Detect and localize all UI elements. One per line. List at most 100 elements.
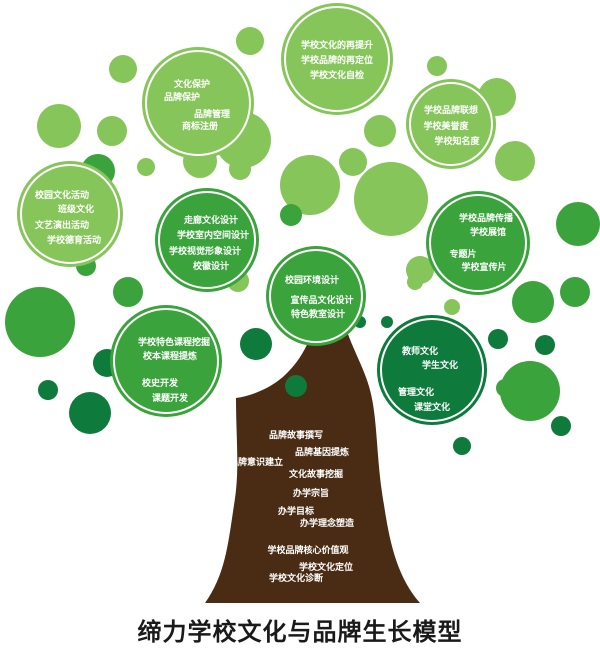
circle-label: 课题开发: [152, 392, 189, 404]
circle-label: 学校视觉形象设计: [169, 245, 241, 257]
trunk-label: 学校文化诊断: [269, 572, 323, 584]
circle-fill: [266, 246, 366, 346]
decorative-circle: [488, 329, 508, 349]
decorative-circle: [495, 141, 535, 181]
decorative-circle: [560, 277, 590, 307]
decorative-circle: [551, 416, 571, 436]
decorative-circle: [280, 204, 302, 226]
circle-ring: [20, 164, 120, 264]
decorative-circle: [381, 316, 393, 328]
decorative-circle: [137, 158, 155, 176]
circle-label: 学校宣传片: [461, 261, 506, 273]
circle-label: 学校特色课程挖掘: [138, 336, 210, 348]
trunk-labels: 品牌故事撰写品牌基因提炼品牌意识建立文化故事挖掘办学宗旨办学目标办学理念塑造学校…: [229, 429, 355, 584]
decorative-circle: [444, 299, 460, 315]
circle-fill: [406, 79, 496, 169]
circle-label: 品牌管理: [194, 108, 230, 120]
circle-label: 校本课程提炼: [143, 350, 197, 362]
decorative-circle: [69, 392, 111, 434]
circle-label: 校园文化活动: [35, 189, 89, 201]
decorative-circle: [535, 335, 555, 355]
trunk-label: 办学宗旨: [293, 487, 329, 499]
decorative-circle: [229, 158, 251, 180]
decorative-circle: [512, 281, 554, 323]
circle-label: 校园环境设计: [285, 274, 339, 286]
trunk-label: 品牌故事撰写: [269, 429, 323, 441]
circle-fill: [155, 188, 259, 292]
circle-label: 教师文化: [401, 345, 438, 357]
decorative-circle: [285, 375, 307, 397]
circle-label: 校史开发: [142, 377, 179, 389]
circle-fill: [377, 315, 487, 425]
trunk-label: 办学理念塑造: [300, 517, 355, 529]
circle-label: 课堂文化: [414, 401, 450, 413]
trunk-label: 办学目标: [278, 505, 314, 517]
circle-fill: [142, 47, 254, 159]
circle-ring: [284, 6, 390, 112]
circle-ring: [145, 50, 251, 156]
trunk-label: 学校文化定位: [299, 561, 353, 573]
circle-fill: [17, 161, 123, 267]
decorative-circle: [109, 55, 137, 83]
circle-fill: [281, 3, 393, 115]
decorative-circle: [453, 437, 471, 455]
circle-fill: [110, 305, 222, 417]
decorative-circle: [240, 328, 272, 360]
decorative-circle: [236, 27, 264, 55]
circle-ring: [380, 318, 484, 422]
circle-fill: [426, 191, 530, 295]
trunk-label: 品牌基因提炼: [295, 446, 349, 458]
circle-label: 学校品牌传播: [459, 212, 514, 224]
decorative-circle: [407, 274, 423, 290]
circle-label: 宣传品文化设计: [290, 294, 353, 306]
labeled-circles: 文化保护品牌保护品牌管理商标注册学校文化的再提升学校品牌的再定位学校文化自检学校…: [17, 3, 530, 425]
circle-ring: [409, 82, 493, 166]
circle-ring: [429, 194, 527, 292]
decorative-circle: [364, 115, 396, 147]
circle-label: 文艺演出活动: [34, 219, 89, 231]
circle-label: 走廊文化设计: [183, 214, 238, 226]
circle-label: 特色教室设计: [291, 308, 345, 320]
tree-trunk: [205, 300, 420, 603]
decorative-circle: [38, 380, 58, 400]
circle-ring: [113, 308, 219, 414]
circle-label: 校徽设计: [193, 260, 229, 272]
decorative-circle: [97, 116, 127, 146]
circle-label: 管理文化: [398, 386, 434, 398]
circle-label: 学校德育活动: [47, 234, 101, 246]
decorative-circle: [500, 361, 560, 421]
decorative-circle: [37, 104, 81, 148]
circle-label: 文化保护: [173, 78, 210, 90]
decorative-circle: [280, 155, 340, 215]
circle-label: 学校文化自检: [310, 69, 364, 81]
circle-label: 学校知名度: [434, 135, 480, 147]
circle-label: 学校展馆: [470, 226, 506, 238]
trunk-label: 学校品牌核心价值观: [267, 544, 348, 556]
circle-ring: [269, 249, 363, 343]
circle-label: 学校文化的再提升: [301, 39, 373, 51]
circle-label: 学校室内空间设计: [177, 229, 249, 241]
trunk-label: 品牌意识建立: [229, 456, 283, 468]
decorative-circle: [427, 56, 447, 76]
decorative-circle: [5, 287, 75, 357]
circle-label: 商标注册: [182, 120, 218, 132]
circle-label: 学校美誉度: [423, 120, 469, 132]
circle-label: 品牌保护: [164, 91, 200, 103]
circle-label: 学校品牌的再定位: [301, 54, 373, 66]
circle-label: 专题片: [449, 248, 476, 260]
circle-label: 学校品牌联想: [424, 104, 478, 116]
decorative-circle: [339, 148, 367, 176]
trunk-label: 文化故事挖掘: [288, 468, 343, 480]
diagram-title: 缔力学校文化与品牌生长模型: [137, 618, 463, 646]
